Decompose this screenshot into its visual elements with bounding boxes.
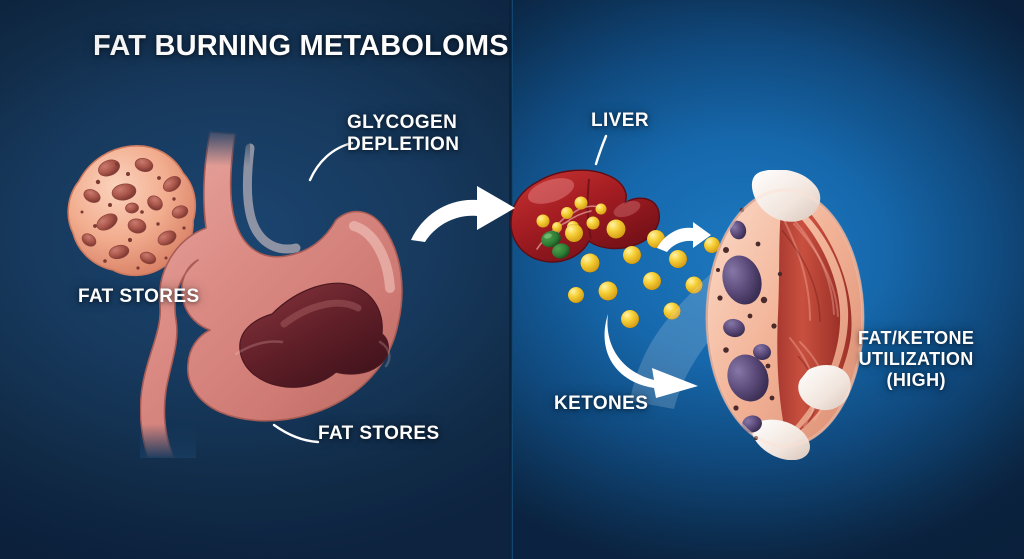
label-liver: LIVER	[591, 110, 649, 131]
fasted-state-panel	[0, 0, 512, 559]
label-fat-stores-stomach: FAT STORES	[318, 423, 440, 444]
label-ketones: KETONES	[554, 393, 649, 414]
panel-divider	[509, 0, 513, 559]
label-fat-stores-cell: FAT STORES	[78, 286, 200, 307]
label-fat-ketone-utilization: FAT/KETONE UTILIZATION (HIGH)	[858, 328, 975, 391]
ketosis-panel	[512, 0, 1024, 559]
label-glycogen-depletion: GLYCOGEN DEPLETION	[347, 112, 460, 156]
page-title: FAT BURNING METABOLOMS	[93, 30, 509, 62]
